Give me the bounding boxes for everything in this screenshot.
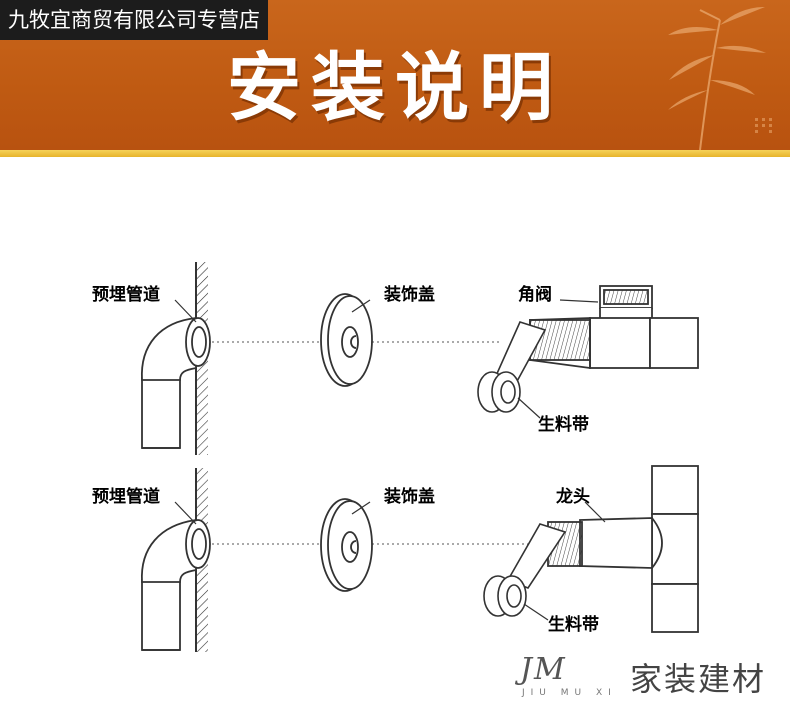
brand-text: 家装建材 — [630, 660, 767, 698]
header-gold-line — [0, 150, 790, 157]
row1-decorative-cover — [320, 293, 373, 387]
row1-embedded-pipe — [141, 316, 211, 449]
row1-cover-label: 装饰盖 — [384, 285, 435, 305]
row2-tape-label: 生料带 — [548, 615, 599, 635]
bamboo-decoration-icon — [668, 7, 772, 150]
row1-tape-label: 生料带 — [538, 415, 589, 435]
row2-pipe-label: 预埋管道 — [92, 487, 160, 507]
brand-logo: JM JIU MU XI 家装建材 — [520, 652, 790, 706]
row1-angle-valve — [529, 285, 699, 370]
page-title: 安装说明 — [227, 45, 563, 131]
row2-decorative-cover — [320, 498, 373, 592]
row1-fitting-label: 角阀 — [518, 285, 552, 305]
brand-mark: JM — [520, 652, 567, 687]
row2-tape-roll — [483, 523, 567, 617]
row2-faucet — [547, 465, 699, 633]
row1-pipe-label: 预埋管道 — [92, 285, 160, 305]
brand-pinyin: JIU MU XI — [522, 688, 617, 698]
row2-embedded-pipe — [141, 518, 211, 651]
row1-tape-roll — [477, 321, 547, 413]
shop-name: 九牧宜商贸有限公司专营店 — [0, 0, 268, 40]
row2-cover-label: 装饰盖 — [384, 487, 435, 507]
row2-fitting-label: 龙头 — [556, 487, 590, 507]
